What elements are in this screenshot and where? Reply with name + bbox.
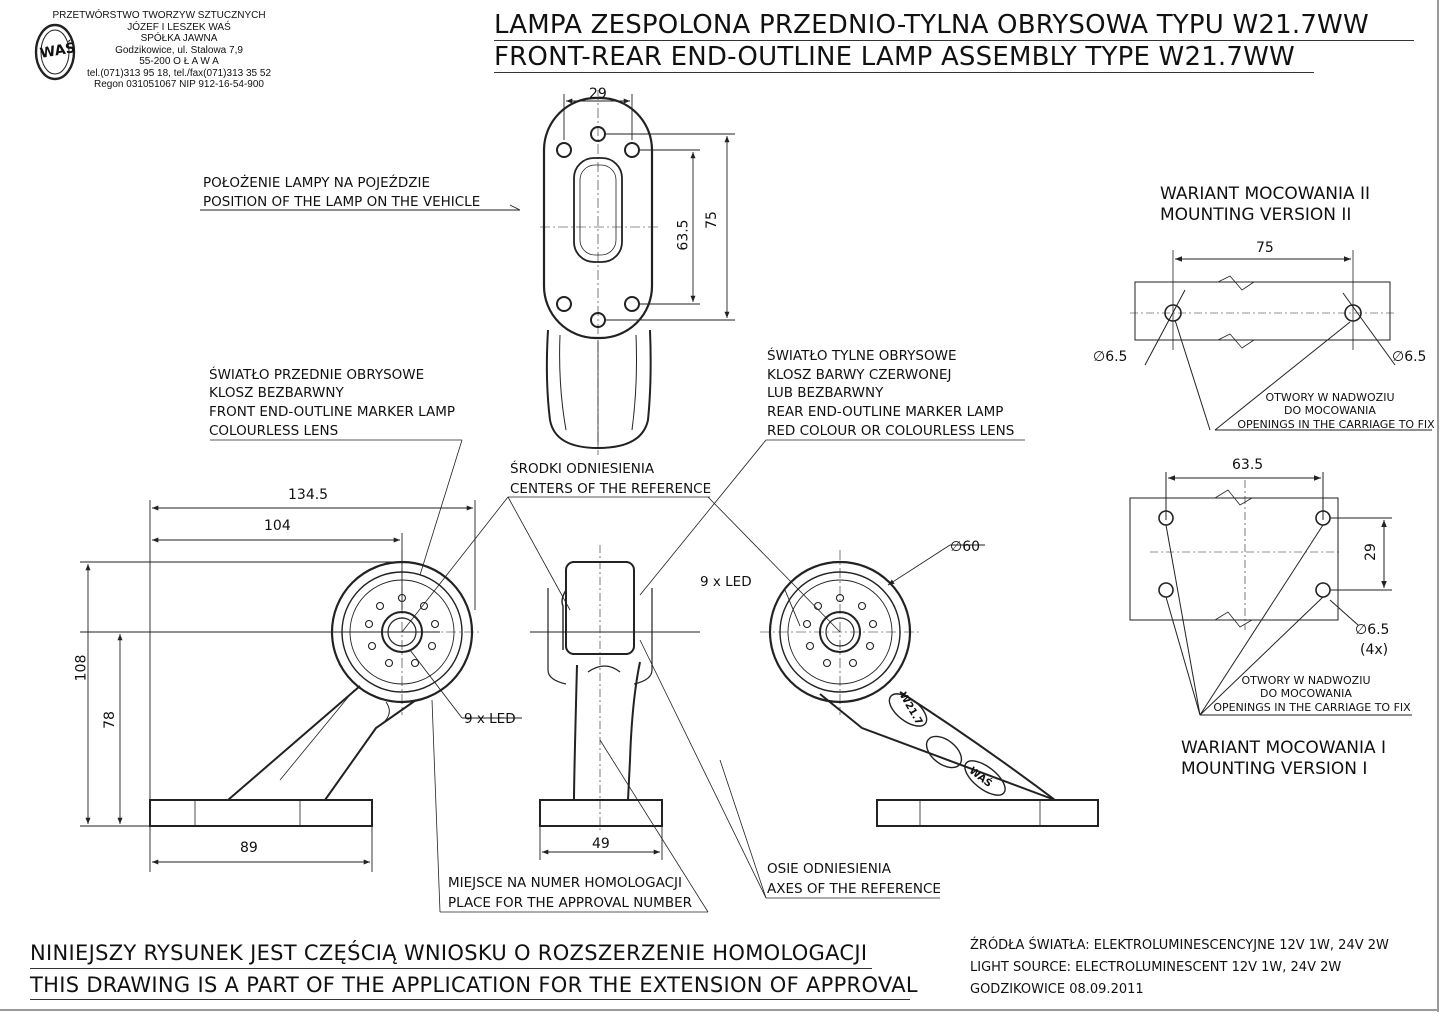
variant2-hole-left: ∅6.5 xyxy=(1093,349,1128,365)
dim-total-height: 108 xyxy=(73,654,90,682)
light-source-pl: ŹRÓDŁA ŚWIATŁA: ELEKTROLUMINESCENCYJNE 1… xyxy=(970,938,1389,953)
led-count-left: 9 x LED xyxy=(464,711,516,727)
variant1-openings-pl2: DO MOCOWANIA xyxy=(1260,687,1352,700)
variant1-spacing-h: 63.5 xyxy=(1232,457,1264,473)
top-dimension-lines xyxy=(200,94,735,321)
variant-1-drawing xyxy=(1129,472,1412,716)
rear-label-en2: RED COLOUR OR COLOURLESS LENS xyxy=(767,423,1015,439)
rear-label-pl2: KLOSZ BARWY CZERWONEJ xyxy=(767,367,952,383)
rear-view-led-dots xyxy=(802,593,878,668)
company-block: PRZETWÓRSTWO TWORZYW SZTUCZNYCH JÓZEF I … xyxy=(34,10,284,91)
place-date: GODZIKOWICE 08.09.2011 xyxy=(970,982,1144,997)
rear-label-pl3: LUB BEZBARWNY xyxy=(767,385,884,401)
variant1-hole-count: (4x) xyxy=(1360,642,1389,658)
rear-dimension-lines xyxy=(784,544,985,627)
rear-label-en1: REAR END-OUTLINE MARKER LAMP xyxy=(767,404,1004,420)
footer-en: THIS DRAWING IS A PART OF THE APPLICATIO… xyxy=(30,973,918,997)
company-line: JÓZEF I LESZEK WAŚ xyxy=(127,21,231,33)
variant1-title-en: MOUNTING VERSION I xyxy=(1181,759,1368,779)
variant-2-drawing xyxy=(1130,250,1432,431)
dim-top-h1: 63.5 xyxy=(675,219,692,251)
dim-center-height: 78 xyxy=(101,711,118,729)
dim-arm-width: 104 xyxy=(264,518,291,534)
title-underline xyxy=(494,40,1414,41)
front-dimension-lines xyxy=(80,500,522,872)
variant1-hole: ∅6.5 xyxy=(1355,622,1390,638)
front-label-pl1: ŚWIATŁO PRZEDNIE OBRYSOWE xyxy=(209,367,425,383)
axes-label-en: AXES OF THE REFERENCE xyxy=(767,881,941,897)
side-view-lamp xyxy=(539,545,663,830)
position-label-en: POSITION OF THE LAMP ON THE VEHICLE xyxy=(203,194,481,210)
centerlines xyxy=(320,90,920,715)
company-line: Regon 031051067 NIP 912-16-54-900 xyxy=(94,79,264,90)
rear-label-pl1: ŚWIATŁO TYLNE OBRYSOWE xyxy=(767,348,957,364)
title-pl: LAMPA ZESPOLONA PRZEDNIO-TYLNA OBRYSOWA … xyxy=(494,10,1369,40)
variant2-openings-pl2: DO MOCOWANIA xyxy=(1284,404,1376,417)
variant2-openings-pl1: OTWORY W NADWOZIU xyxy=(1265,391,1395,404)
variant2-hole-right: ∅6.5 xyxy=(1392,349,1427,365)
front-label-en2: COLOURLESS LENS xyxy=(209,423,339,439)
company-line: SPÓŁKA JAWNA xyxy=(140,33,218,44)
title-en: FRONT-REAR END-OUTLINE LAMP ASSEMBLY TYP… xyxy=(494,42,1295,72)
footer-underline xyxy=(30,968,872,969)
position-label-pl: POŁOŻENIE LAMPY NA POJEŹDZIE xyxy=(203,175,431,191)
axes-label-pl: OSIE ODNIESIENIA xyxy=(767,861,892,877)
footer-pl: NINIEJSZY RYSUNEK JEST CZĘŚCIĄ WNIOSKU O… xyxy=(30,941,868,965)
light-source-en: LIGHT SOURCE: ELECTROLUMINESCENT 12V 1W,… xyxy=(970,960,1342,975)
dim-top-width: 29 xyxy=(589,86,607,102)
variant2-openings-en: OPENINGS IN THE CARRIAGE TO FIX xyxy=(1237,418,1435,431)
front-label-pl2: KLOSZ BEZBARWNY xyxy=(209,385,344,401)
leader-lines xyxy=(210,439,1025,913)
variant1-spacing-v: 29 xyxy=(1362,543,1379,561)
frame-bottom xyxy=(0,1009,1439,1011)
front-view-lamp xyxy=(149,560,474,827)
dim-top-h2: 75 xyxy=(703,211,720,229)
centers-label-en: CENTERS OF THE REFERENCE xyxy=(510,481,712,497)
variant2-title-pl: WARIANT MOCOWANIA II xyxy=(1160,184,1371,204)
dim-lens-diam: ∅60 xyxy=(950,539,981,555)
variant1-openings-en: OPENINGS IN THE CARRIAGE TO FIX xyxy=(1213,701,1411,714)
approval-label-pl: MIEJSCE NA NUMER HOMOLOGACJI xyxy=(448,875,682,891)
variant1-title-pl: WARIANT MOCOWANIA I xyxy=(1181,738,1387,758)
variant2-spacing: 75 xyxy=(1256,240,1274,256)
variant2-title-en: MOUNTING VERSION II xyxy=(1160,205,1352,225)
title-underline xyxy=(494,72,1314,73)
frame-right xyxy=(1437,0,1439,1012)
front-view-led-dots xyxy=(364,593,440,668)
approval-badges xyxy=(888,693,1006,796)
dim-total-width: 134.5 xyxy=(288,487,329,503)
footer-underline xyxy=(30,999,910,1000)
approval-label-en: PLACE FOR THE APPROVAL NUMBER xyxy=(448,895,693,911)
company-line: PRZETWÓRSTWO TWORZYW SZTUCZNYCH xyxy=(52,10,266,21)
company-logo xyxy=(34,23,76,81)
dim-base-width: 89 xyxy=(240,840,258,856)
led-count-right: 9 x LED xyxy=(700,574,752,590)
front-label-en1: FRONT END-OUTLINE MARKER LAMP xyxy=(209,404,456,420)
company-line: 55-200 O Ł A W A xyxy=(139,56,219,67)
company-line: Godzikowice, ul. Stalowa 7,9 xyxy=(115,44,243,56)
dim-side-width: 49 xyxy=(592,836,610,852)
centers-label-pl: ŚRODKI ODNIESIENIA xyxy=(510,461,655,477)
side-dimension-lines xyxy=(530,631,700,860)
rear-view-lamp xyxy=(768,560,1099,827)
variant1-openings-pl1: OTWORY W NADWOZIU xyxy=(1241,674,1371,687)
company-line: tel.(071)313 95 18, tel./fax(071)313 35 … xyxy=(86,67,272,79)
